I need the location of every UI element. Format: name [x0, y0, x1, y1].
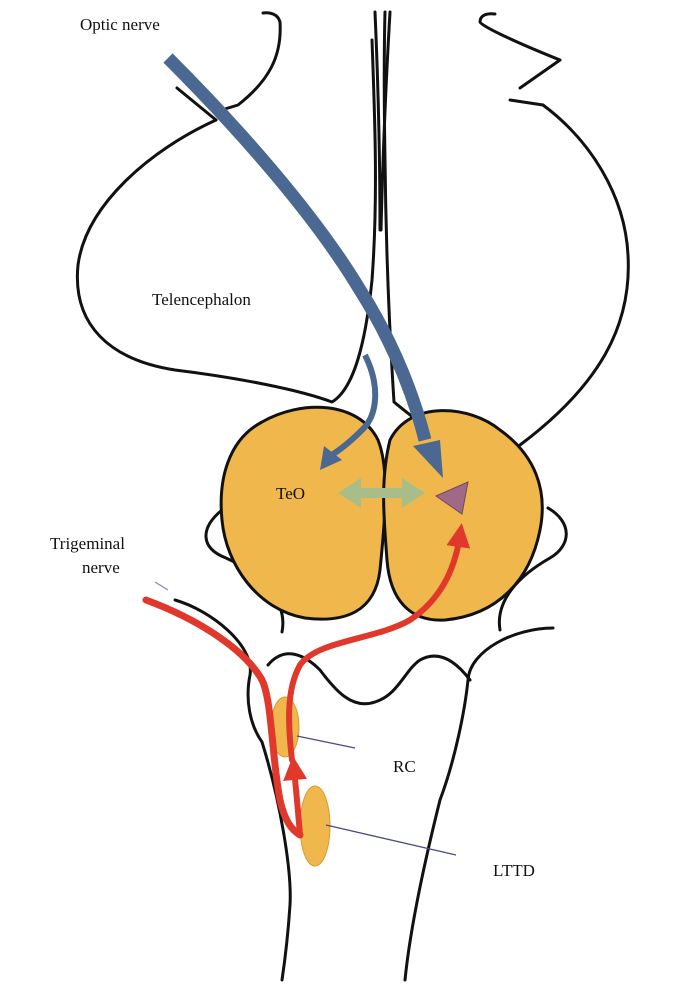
- tectal-target-neuron: [434, 481, 469, 515]
- intertectal-arrowhead-left: [338, 478, 361, 508]
- intertectal-arrow: [338, 478, 425, 508]
- trigeminal-leader-line: [154, 581, 169, 591]
- optic-nerve-main-path: [163, 53, 432, 442]
- optic-nerve-label: Optic nerve: [80, 15, 160, 34]
- lttd-leader-line: [325, 824, 457, 856]
- trigeminal-label-line1: Trigeminal: [50, 534, 125, 553]
- teo-label: TeO: [276, 484, 306, 503]
- lttd-nucleus: [299, 785, 331, 867]
- optic-arrowhead-main: [413, 440, 443, 478]
- telencephalon-right-lobe: [382, 10, 630, 457]
- intertectal-arrow-shaft: [355, 488, 407, 498]
- optic-arrowhead-branch: [320, 446, 342, 470]
- tectum-left-half: [219, 405, 387, 621]
- trigeminal-ascending-path: [286, 523, 471, 763]
- trigeminal-nerve-label: Trigeminal nerve: [50, 532, 125, 580]
- rc-leader-line: [296, 735, 356, 749]
- rc-label: RC: [393, 757, 416, 776]
- tectum-right-half: [382, 409, 544, 622]
- hindbrain-outline: [173, 598, 555, 982]
- visual-pathway: [163, 53, 443, 478]
- olfactory-left-stub: [175, 11, 282, 122]
- intertectal-arrowhead-right: [402, 478, 425, 508]
- optic-tectum: [219, 405, 544, 622]
- brain-outline: [75, 10, 630, 982]
- trigeminal-pathway: [142, 523, 471, 839]
- telencephalon-label: Telencephalon: [152, 290, 251, 309]
- midline-lines: [373, 10, 392, 232]
- trigeminal-return-path: [283, 756, 308, 838]
- optic-nerve-branch-path: [328, 353, 379, 459]
- lttd-label: LTTD: [493, 861, 535, 880]
- trigeminal-label-line2: nerve: [82, 557, 120, 577]
- cerebellum-outline: [266, 652, 472, 706]
- telencephalon-left-lobe: [75, 38, 377, 404]
- olfactory-right-stub: [478, 12, 562, 107]
- trigeminal-nerve-path: [142, 596, 304, 839]
